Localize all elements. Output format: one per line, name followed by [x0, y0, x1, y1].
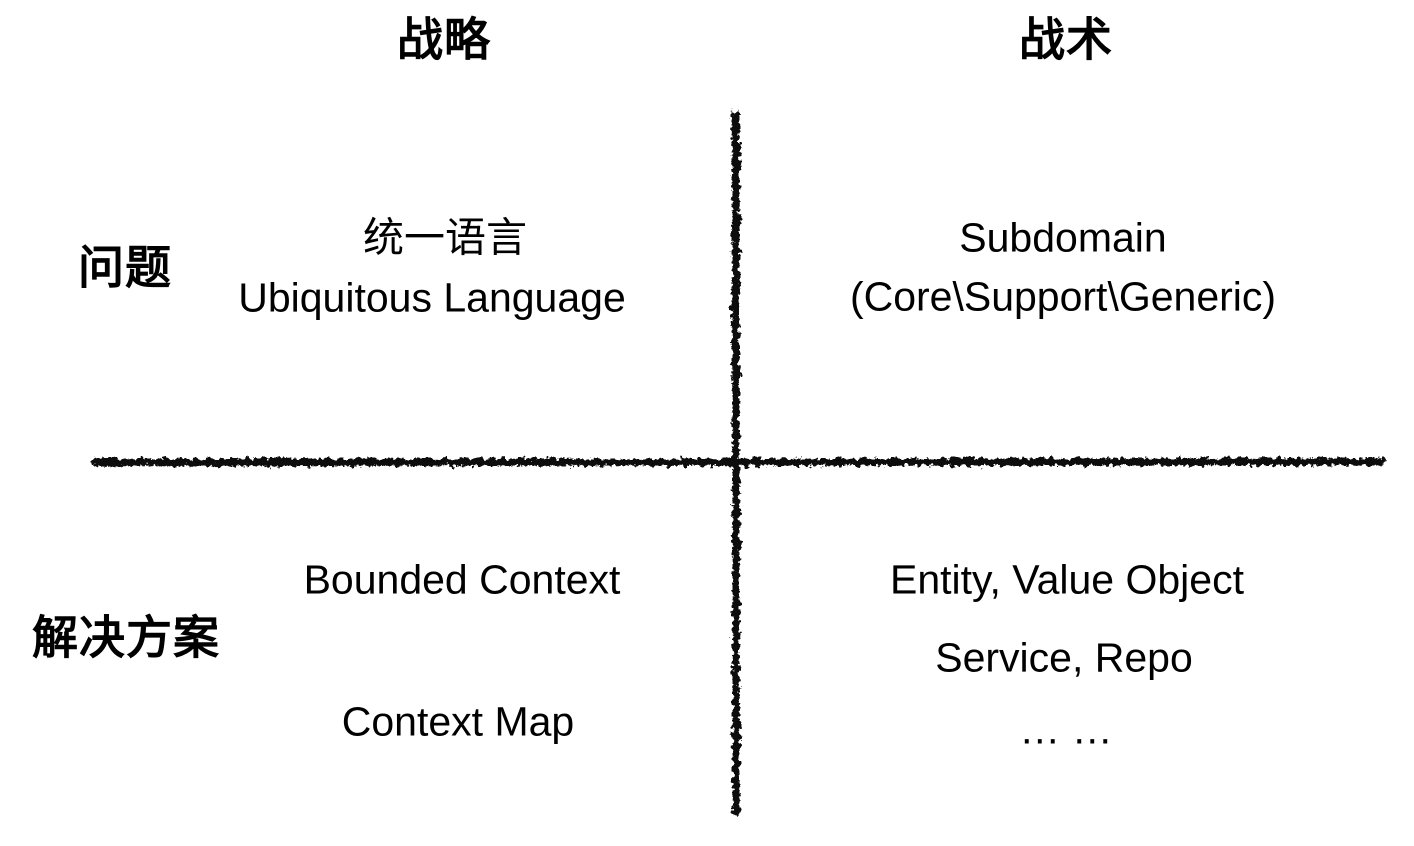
- ellipsis-text: … …: [1019, 706, 1113, 753]
- row-header-problem: 问题: [78, 241, 172, 294]
- service-repo-text: Service, Repo: [935, 634, 1193, 681]
- unified-language-cn-text: 统一语言: [363, 214, 527, 261]
- bounded-context-text: Bounded Context: [303, 556, 621, 603]
- entity-value-object-text: Entity, Value Object: [890, 556, 1244, 603]
- column-header-strategy: 战略: [397, 13, 491, 66]
- row-header-solution: 解决方案: [32, 611, 220, 664]
- ubiquitous-language-text: Ubiquitous Language: [238, 274, 626, 321]
- context-map-text: Context Map: [341, 698, 575, 745]
- column-header-tactics: 战术: [1019, 13, 1113, 66]
- subdomain-text: Subdomain: [959, 214, 1167, 261]
- subdomain-types-text: (Core\Support\Generic): [849, 273, 1277, 320]
